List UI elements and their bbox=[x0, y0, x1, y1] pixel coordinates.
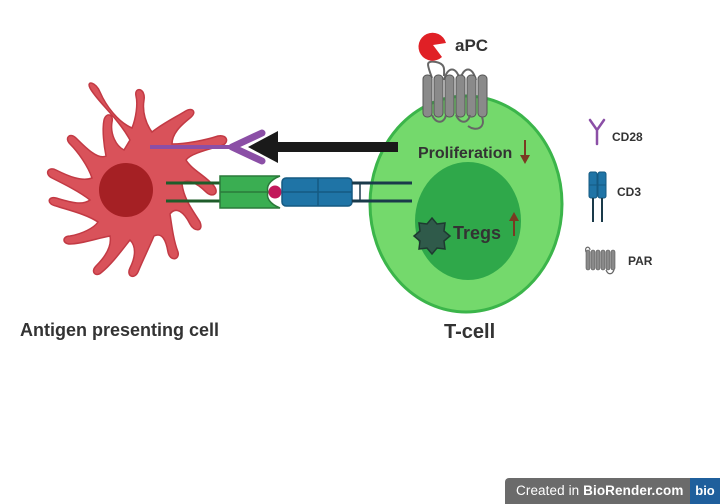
apc-nucleus bbox=[99, 163, 153, 217]
tregs-label: Tregs bbox=[453, 223, 501, 243]
cd28-receptor-icon bbox=[588, 118, 606, 146]
footer-credit: Created in BioRender.com bbox=[516, 483, 683, 498]
apc-protein-icon bbox=[418, 32, 446, 61]
legend-par-label: PAR bbox=[628, 254, 653, 268]
apc-cell-label: Antigen presenting cell bbox=[20, 320, 219, 340]
par-receptor-icon bbox=[422, 60, 488, 130]
antigen-peptide-icon bbox=[268, 185, 282, 199]
tcell-label: T-cell bbox=[444, 321, 495, 343]
t-cell bbox=[368, 94, 564, 314]
cd3-receptor-icon bbox=[588, 171, 607, 222]
biorender-footer[interactable]: Created in BioRender.com bio bbox=[505, 478, 720, 504]
increase-arrow-icon bbox=[509, 212, 519, 236]
par-receptor-icon bbox=[585, 246, 616, 275]
treg-cell-icon bbox=[412, 216, 452, 256]
biorender-logo-icon: bio bbox=[690, 478, 720, 504]
mhc-tcr-complex bbox=[166, 175, 412, 209]
legend: CD28 CD3 PAR bbox=[585, 118, 653, 275]
antigen-presenting-cell bbox=[46, 82, 228, 278]
legend-cd28-label: CD28 bbox=[612, 130, 643, 144]
decrease-arrow-icon bbox=[520, 140, 530, 164]
footer-brand: BioRender.com bbox=[583, 483, 684, 498]
t-cell-nucleus bbox=[415, 162, 521, 280]
legend-cd3-label: CD3 bbox=[617, 185, 641, 199]
interaction-arrow bbox=[248, 131, 398, 163]
proliferation-label: Proliferation bbox=[418, 145, 512, 162]
cd28-ligand-icon bbox=[150, 129, 266, 165]
apc-label: aPC bbox=[455, 36, 488, 55]
footer-prefix: Created in bbox=[516, 483, 584, 498]
